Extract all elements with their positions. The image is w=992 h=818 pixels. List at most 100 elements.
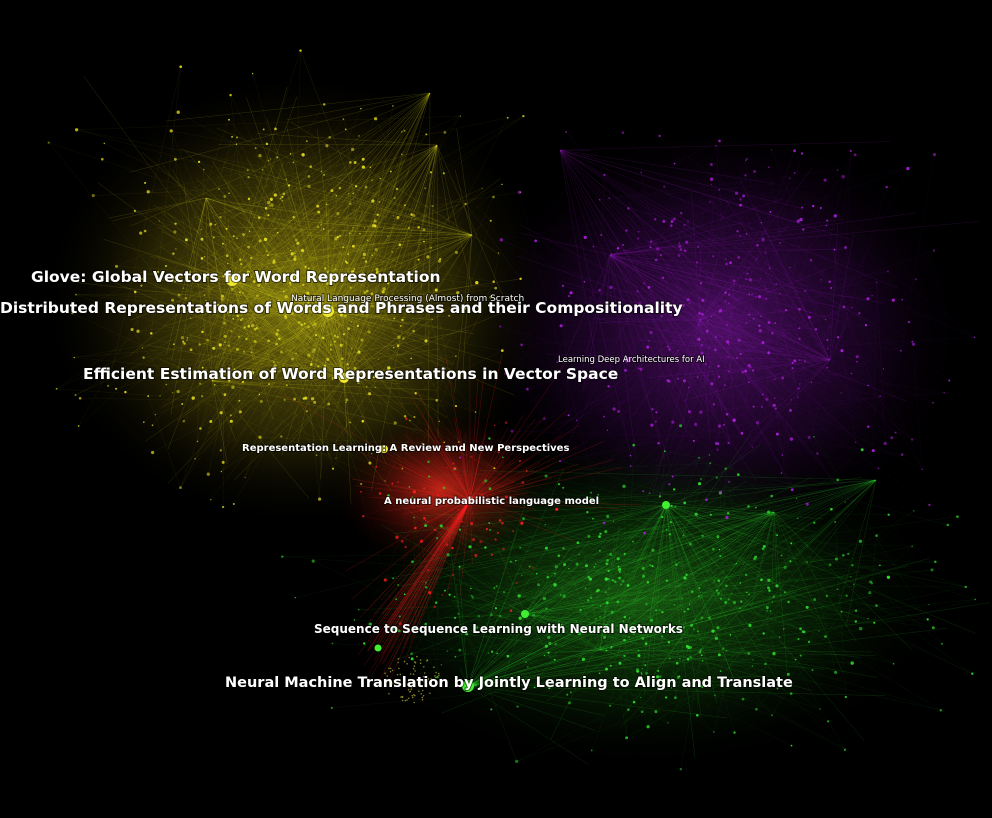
edge-2032 [415, 536, 589, 630]
edge-1126 [294, 188, 341, 277]
edge-403 [211, 358, 294, 382]
node-601 [543, 417, 546, 420]
node-758 [637, 302, 641, 306]
node-242 [409, 369, 412, 372]
edge-1015 [227, 247, 344, 264]
node-918 [587, 599, 590, 602]
edge-977 [383, 288, 440, 422]
edge-1393 [200, 383, 370, 464]
edge-2329 [442, 482, 524, 596]
node-553 [677, 253, 681, 257]
node-481 [236, 136, 238, 139]
edge-318 [250, 216, 473, 236]
edge-2069 [595, 564, 801, 629]
edge-456 [609, 254, 826, 357]
edge-2103 [618, 558, 737, 564]
edge-260 [269, 251, 345, 379]
node-574 [735, 356, 739, 360]
edge-914 [373, 499, 471, 615]
edge-2010 [600, 605, 813, 671]
node-381 [189, 348, 193, 352]
node-807 [906, 166, 910, 171]
node-922 [667, 641, 671, 644]
edge-1713 [658, 284, 777, 444]
edge-163 [223, 310, 329, 317]
node-1208 [698, 456, 701, 459]
node-899 [766, 609, 769, 612]
node-1298 [869, 580, 873, 584]
edge-274 [178, 144, 438, 280]
edge-906 [385, 499, 471, 612]
node-982 [411, 496, 414, 499]
edge-1956 [697, 617, 702, 716]
node-944 [410, 652, 414, 656]
node-glove[interactable] [226, 274, 238, 286]
edge-1662 [720, 310, 800, 329]
node-594 [744, 369, 748, 373]
node-1358 [423, 487, 426, 490]
edge-2096 [426, 587, 668, 724]
edge-884 [469, 457, 530, 501]
node-511 [210, 499, 212, 501]
edge-516 [750, 359, 831, 433]
node-60 [250, 351, 253, 354]
edge-627 [608, 504, 667, 561]
node-1304 [622, 484, 626, 488]
edge-1223 [345, 290, 368, 403]
node-31 [371, 254, 374, 257]
edge-990 [183, 240, 261, 422]
node-1248 [470, 587, 472, 590]
edge-2135 [765, 565, 881, 665]
edge-587 [613, 504, 667, 548]
node-1022 [577, 631, 581, 635]
edge-603 [422, 504, 667, 516]
edge-1909 [546, 555, 721, 647]
node-neural-prob[interactable] [466, 496, 474, 504]
edge-1229 [197, 169, 204, 442]
node-393 [273, 364, 277, 368]
edge-1615 [726, 472, 782, 518]
edge-1390 [217, 259, 295, 306]
edge-1744 [689, 392, 945, 412]
edge-850 [380, 499, 471, 658]
node-501 [284, 315, 288, 319]
node-743 [819, 206, 822, 210]
node-distributed[interactable] [322, 305, 334, 317]
edge-797 [524, 580, 640, 615]
edge-554 [559, 149, 803, 225]
node-1054 [819, 708, 821, 710]
node-529 [637, 367, 640, 369]
edge-886 [464, 433, 471, 501]
node-565 [559, 324, 563, 328]
edge-1129 [244, 266, 306, 478]
edge-941 [368, 499, 471, 652]
node-1115 [813, 435, 815, 438]
edge-185 [343, 198, 385, 379]
node-1096 [465, 632, 469, 636]
edge-1188 [312, 334, 345, 399]
edge-352 [428, 92, 431, 444]
edge-2331 [405, 418, 407, 548]
edge-2156 [734, 602, 808, 608]
edge-1073 [166, 351, 313, 385]
edge-153 [326, 196, 329, 312]
edge-984 [334, 256, 429, 342]
node-nmt[interactable] [462, 680, 474, 692]
node-1117 [859, 626, 863, 631]
node-green-hub-1[interactable] [662, 501, 670, 509]
node-learning-deep[interactable] [625, 357, 631, 363]
node-seq2seq[interactable] [521, 610, 529, 618]
edge-292 [368, 144, 438, 252]
edge-2350 [429, 501, 481, 593]
edge-1807 [841, 150, 851, 351]
edge-657 [677, 511, 775, 656]
node-1125 [617, 565, 620, 568]
node-representation[interactable] [380, 445, 388, 453]
edge-753 [467, 614, 813, 687]
node-efficient[interactable] [339, 373, 349, 383]
node-550 [727, 441, 730, 445]
edge-215 [223, 178, 345, 379]
edge-1985 [606, 516, 958, 564]
edge-2110 [619, 558, 837, 573]
node-green-hub-2[interactable] [374, 644, 382, 652]
